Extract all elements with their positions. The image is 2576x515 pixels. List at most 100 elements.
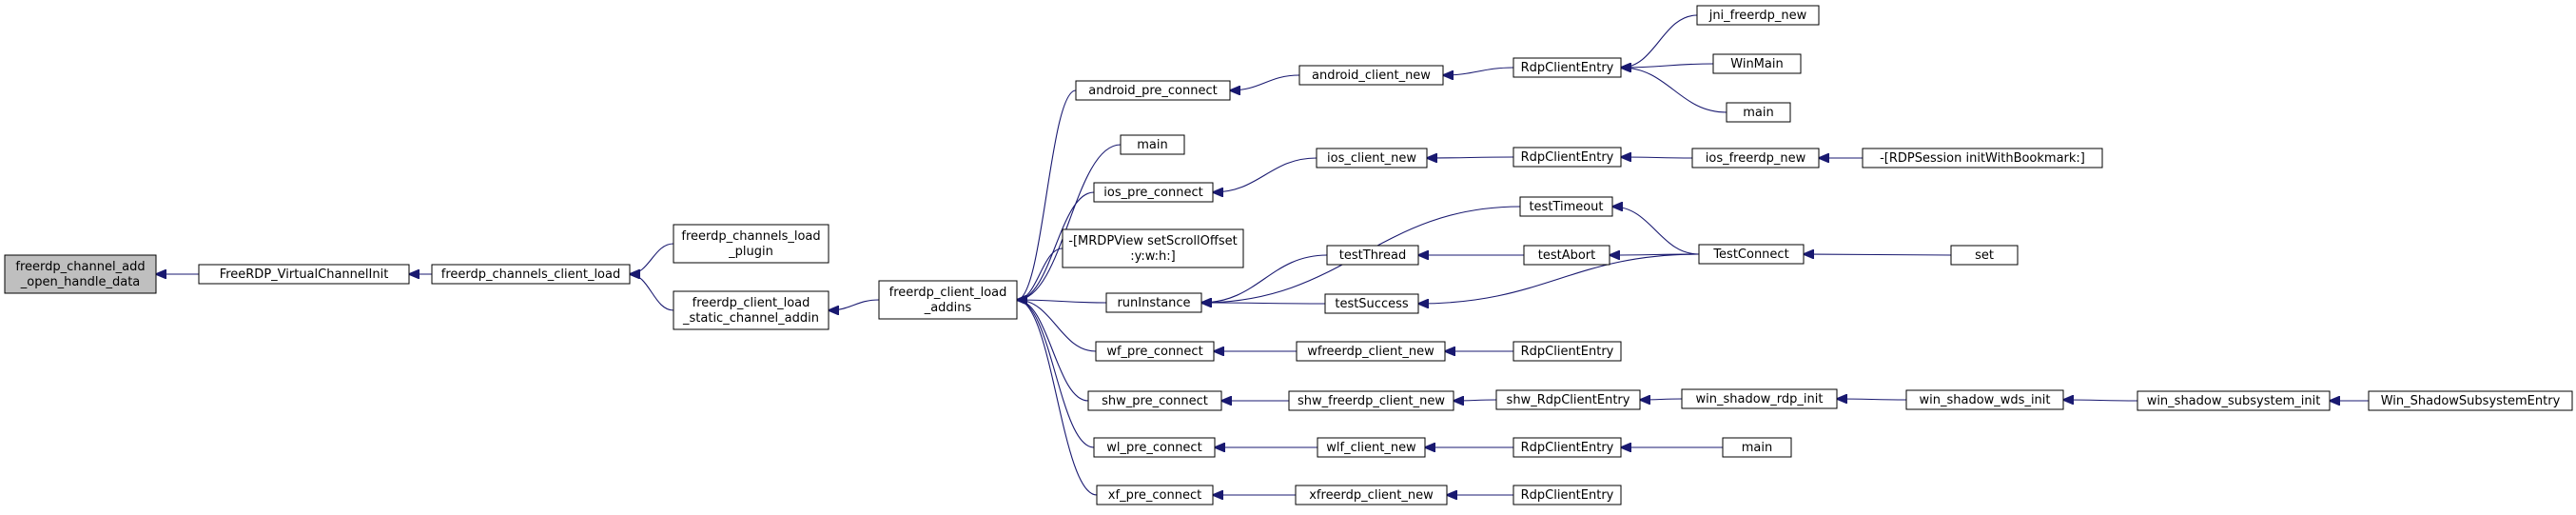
graph-node[interactable]: -[RDPSession initWithBookmark:] (1862, 148, 2103, 168)
graph-node[interactable]: win_shadow_wds_init (1905, 389, 2064, 410)
node-box (4, 254, 157, 294)
graph-node[interactable]: android_client_new (1298, 65, 1444, 86)
graph-edge (1443, 67, 1514, 75)
graph-edge (1621, 14, 1698, 68)
graph-node[interactable]: main (1726, 102, 1791, 123)
graph-node[interactable]: android_pre_connect (1075, 80, 1231, 101)
node-box (1062, 228, 1244, 268)
node-label: :y:w:h:] (1130, 249, 1176, 264)
graph-node[interactable]: testAbort (1523, 245, 1610, 266)
node-label: win_shadow_rdp_init (1696, 392, 1824, 406)
graph-node[interactable]: RdpClientEntry (1512, 57, 1622, 78)
graph-edge (1017, 144, 1122, 300)
node-label: android_pre_connect (1088, 84, 1217, 98)
graph-node[interactable]: shw_pre_connect (1087, 390, 1222, 411)
graph-node[interactable]: wlf_client_new (1317, 437, 1426, 458)
graph-node[interactable]: ios_pre_connect (1093, 182, 1214, 203)
graph-node[interactable]: set (1950, 245, 2019, 266)
graph-node[interactable]: TestConnect (1698, 244, 1805, 265)
graph-edge (1201, 254, 1328, 303)
node-label: jni_freerdp_new (1708, 9, 1807, 23)
graph-edge (1427, 157, 1514, 158)
graph-node[interactable]: main (1120, 134, 1185, 155)
graph-node[interactable]: freerdp_channels_load_plugin (673, 224, 829, 264)
graph-node[interactable]: xfreerdp_client_new (1295, 485, 1448, 505)
node-label: main (1743, 106, 1773, 120)
graph-node[interactable]: Win_ShadowSubsystemEntry (2368, 390, 2573, 411)
graph-node[interactable]: RdpClientEntry (1512, 485, 1622, 505)
node-label: _open_handle_data (20, 275, 141, 289)
graph-node[interactable]: WinMain (1712, 53, 1802, 74)
graph-node[interactable]: ios_freerdp_new (1691, 148, 1820, 168)
graph-edge (1804, 254, 1952, 255)
graph-edge (1017, 300, 1089, 402)
graph-node[interactable]: freerdp_client_load_static_channel_addin (673, 290, 829, 330)
node-box (1722, 437, 1792, 458)
graph-node[interactable]: ios_client_new (1316, 148, 1428, 168)
node-box (431, 264, 631, 285)
node-box (1523, 245, 1610, 266)
graph-node[interactable]: shw_freerdp_client_new (1288, 390, 1454, 411)
node-label: freerdp_client_load (693, 296, 810, 310)
graph-edge (630, 243, 674, 274)
node-box (1519, 196, 1613, 217)
node-box (1288, 390, 1454, 411)
graph-edge (1418, 253, 1700, 304)
node-box (1324, 293, 1419, 314)
graph-edge (1017, 300, 1107, 303)
node-label: FreeRDP_VirtualChannelInit (220, 267, 389, 282)
node-label: _plugin (728, 245, 773, 259)
node-label: testThread (1339, 248, 1406, 263)
node-box (878, 280, 1018, 320)
node-box (1096, 485, 1214, 505)
node-label: _addins (924, 301, 972, 315)
node-label: set (1975, 248, 1994, 263)
graph-node[interactable]: -[MRDPView setScrollOffset:y:w:h:] (1062, 228, 1244, 268)
graph-node[interactable]: win_shadow_subsystem_init (2137, 390, 2331, 411)
graph-node[interactable]: main (1722, 437, 1792, 458)
graph-node[interactable]: wf_pre_connect (1095, 341, 1215, 362)
node-label: win_shadow_wds_init (1919, 393, 2050, 407)
node-label: xf_pre_connect (1108, 488, 1201, 503)
node-label: testAbort (1538, 248, 1596, 263)
graph-node[interactable]: runInstance (1105, 292, 1202, 313)
node-label: win_shadow_subsystem_init (2147, 394, 2321, 408)
node-label: Win_ShadowSubsystemEntry (2381, 394, 2561, 408)
graph-node[interactable]: xf_pre_connect (1096, 485, 1214, 505)
node-box (1075, 80, 1231, 101)
graph-node[interactable]: freerdp_client_load_addins (878, 280, 1018, 320)
node-label: shw_freerdp_client_new (1298, 394, 1445, 408)
graph-node[interactable]: RdpClientEntry (1512, 341, 1622, 362)
graph-node[interactable]: freerdp_channel_add_open_handle_data (4, 254, 157, 294)
node-box (1512, 485, 1622, 505)
graph-node[interactable]: jni_freerdp_new (1696, 5, 1820, 26)
graph-node[interactable]: wl_pre_connect (1093, 437, 1216, 458)
graph-node[interactable]: testSuccess (1324, 293, 1419, 314)
node-box (1120, 134, 1185, 155)
node-box (1698, 244, 1805, 265)
graph-edge (1621, 64, 1714, 68)
graph-node[interactable]: wfreerdp_client_new (1296, 341, 1446, 362)
graph-node[interactable]: RdpClientEntry (1512, 437, 1622, 458)
node-label: shw_pre_connect (1102, 394, 1208, 408)
graph-node[interactable]: testThread (1326, 245, 1419, 266)
node-box (1512, 341, 1622, 362)
node-box (1093, 182, 1214, 203)
node-box (1691, 148, 1820, 168)
graph-node[interactable]: testTimeout (1519, 196, 1613, 217)
node-label: main (1137, 138, 1167, 152)
graph-node[interactable]: shw_RdpClientEntry (1495, 389, 1641, 410)
node-box (1295, 485, 1448, 505)
node-box (198, 264, 410, 285)
graph-node[interactable]: freerdp_channels_client_load (431, 264, 631, 285)
node-label: wf_pre_connect (1106, 345, 1202, 359)
node-box (1095, 341, 1215, 362)
node-box (673, 224, 829, 264)
graph-edge (1201, 303, 1326, 304)
graph-node[interactable]: RdpClientEntry (1512, 147, 1622, 168)
graph-node[interactable]: win_shadow_rdp_init (1681, 388, 1838, 409)
graph-edge (829, 299, 880, 310)
graph-node[interactable]: FreeRDP_VirtualChannelInit (198, 264, 410, 285)
node-box (1512, 57, 1622, 78)
graph-edge (1837, 399, 1907, 400)
